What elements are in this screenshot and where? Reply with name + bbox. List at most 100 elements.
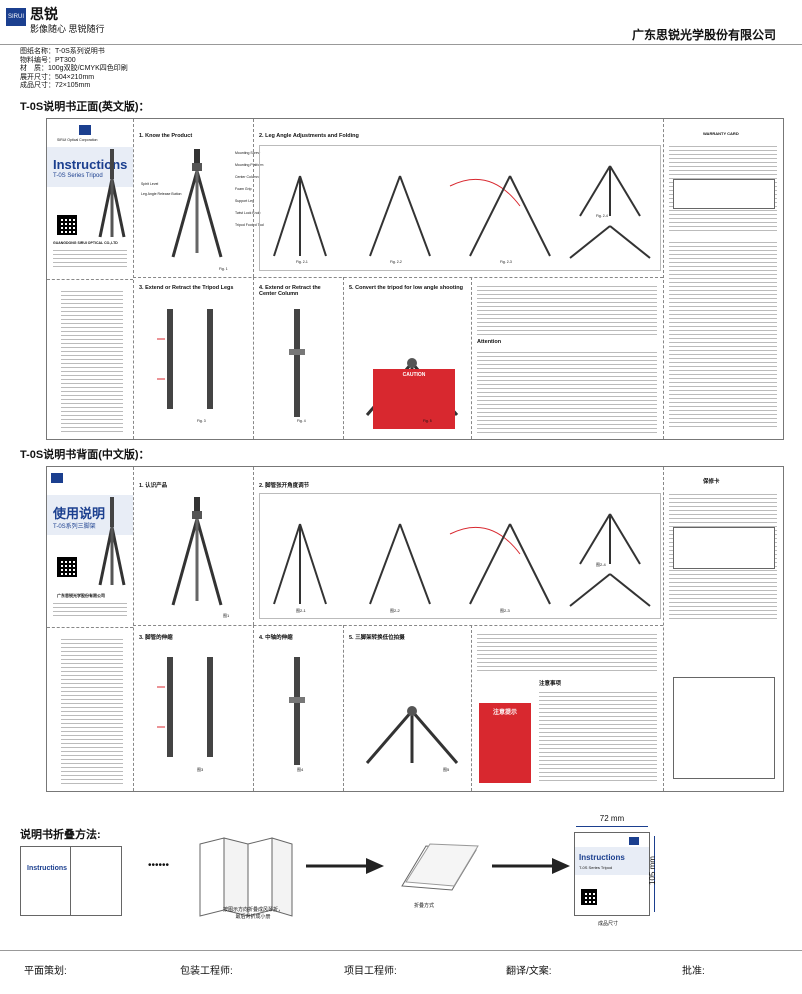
cover-panel-cn: 使用说明 T-0S系列三脚架 广东思锐光学股份有限公司 [47, 467, 133, 625]
cover-panel-en: SIRUI Optical Corporation Instructions T… [47, 119, 133, 277]
legs-extend-figure [157, 309, 213, 409]
caution-box-en: CAUTION [373, 369, 455, 429]
fig-label: 图5 [443, 767, 450, 772]
cover-subtitle-cn: T-0S系列三脚架 [53, 524, 96, 530]
warranty-title-en: WARRANTY CARD [703, 131, 739, 136]
sirui-logo: SIRUI [6, 8, 26, 26]
folded-caption: 折叠方式 [414, 903, 435, 909]
spec-block: 图纸名称：T-0S系列说明书 物料编号：PT300 材 质：100g双胶/CMY… [20, 48, 128, 91]
fig-label: 图2-2 [390, 608, 400, 613]
fig-label: 图3 [197, 767, 204, 772]
height-dimension: 105 mm [647, 856, 657, 885]
signoff-planner: 平面策划: [24, 966, 67, 977]
cover-logo [51, 473, 63, 483]
unfolded-panel: Instructions [20, 846, 72, 916]
warranty-title-cn: 保修卡 [703, 479, 720, 485]
leg-angle-figures [273, 165, 651, 259]
center-column-figure [289, 657, 305, 765]
fig-label: 图2-4 [596, 562, 606, 567]
fold-line [133, 277, 663, 278]
ellipsis-dots: •••••• [148, 860, 170, 871]
fig-label: Fig. 2-3 [500, 260, 512, 264]
warranty-terms-text [669, 239, 777, 429]
sheet-en: SIRUI Optical Corporation Instructions T… [46, 118, 784, 440]
fig-label: 图2-3 [500, 608, 510, 613]
fig-label: Fig. 1 [219, 267, 228, 271]
part-label: Tripod Footed Tool [235, 223, 264, 227]
brand-name: 思锐 [30, 6, 58, 22]
cover-band [575, 847, 649, 875]
qr-code [57, 215, 77, 235]
part-label: Leg Angle Release Button [141, 192, 182, 196]
part-labels-left: Spirit Level Leg Angle Release Button [141, 179, 181, 199]
fold-line [133, 467, 134, 791]
fig-label: Fig. 3 [197, 419, 206, 423]
accordion-fold-figure [199, 837, 293, 917]
fold-line [663, 467, 664, 791]
fold-line [343, 625, 344, 791]
spec-line: 展开尺寸：504×210mm [20, 73, 95, 81]
fold-note-line: 最后对折成小册 [235, 914, 271, 920]
warranty-table [673, 179, 775, 209]
fold-line [343, 277, 344, 439]
tripod-diagram [167, 497, 227, 609]
part-label: Foam Grip [235, 187, 252, 191]
attention-text-en [477, 349, 657, 433]
signoff-approval: 批准: [682, 966, 705, 977]
arrow-icon [492, 858, 570, 874]
panel-title-low-angle: 5. Convert the tripod for low angle shoo… [349, 285, 463, 291]
attention-text-cn [539, 689, 657, 783]
repair-record-table [673, 677, 775, 779]
arrow-icon [306, 858, 384, 874]
part-label: Twist Lock Knob [235, 211, 261, 215]
panel-title-extend-legs-cn: 3. 脚管的伸缩 [139, 635, 173, 641]
spec-chart-panel-en [47, 279, 133, 440]
panel-title-leg-angle: 2. Leg Angle Adjustments and Folding [259, 133, 359, 139]
attention-title-en: Attention [477, 339, 502, 345]
width-dimension: 72 mm [599, 814, 625, 823]
contact-text [53, 247, 127, 269]
qr-code [57, 557, 77, 577]
fig-label: 图2-1 [296, 608, 306, 613]
part-labels: Mounting Screw Mounting Platform Center … [235, 147, 264, 231]
panel-title-leg-angle-cn: 2. 脚管张开角度调节 [259, 483, 310, 489]
fold-line [133, 119, 134, 439]
spec-chart-table [61, 636, 123, 786]
steps-text-cn [477, 631, 657, 671]
part-label: Spirit Level [141, 182, 159, 186]
qr-code [581, 889, 597, 905]
cover-brand: SIRUI Optical Corporation [57, 138, 98, 142]
folded-stack-figure [401, 843, 479, 891]
fold-line [663, 119, 664, 439]
cover-band [47, 147, 133, 187]
fig-label: Fig. 2-4 [596, 214, 608, 218]
fold-line [253, 277, 254, 439]
spec-line: 材 质：100g双胶/CMYK四色印刷 [20, 65, 128, 72]
panel-title-know-product: 1. Know the Product [139, 133, 193, 139]
fold-line [253, 119, 254, 277]
cover-logo [629, 837, 639, 845]
section-title-en: T-0S说明书正面(英文版)： [20, 101, 150, 113]
leg-angle-figures [273, 513, 651, 607]
tripod-illustration [97, 149, 127, 239]
tripod-illustration [97, 497, 127, 587]
section-title-cn: T-0S说明书背面(中文版)： [20, 449, 150, 461]
signoff-translation: 翻译/文案: [506, 966, 552, 977]
fold-line [471, 625, 472, 791]
company-name-cn: 广东思锐光学股份有限公司 [57, 593, 105, 598]
width-dimension-line [576, 826, 648, 827]
part-label: Support Leg [235, 199, 255, 203]
spec-chart-table [61, 288, 123, 432]
leg-angle-box: 图2-1 图2-2 图2-3 图2-4 [259, 493, 661, 619]
booklet-title: Instructions [579, 853, 625, 862]
caution-title: CAUTION [402, 372, 426, 378]
cover-subtitle-en: T-0S Series Tripod [53, 173, 103, 179]
warranty-table [673, 527, 775, 569]
part-label: Center Column [235, 175, 259, 179]
attention-title-cn: 注意事项 [539, 681, 562, 687]
signoff-packaging-engineer: 包装工程师: [180, 966, 233, 977]
company-name-en: GUANGDONG SIRUI OPTICAL CO.,LTD [53, 241, 118, 245]
panel-title-low-angle-cn: 5. 三脚架转换低位拍摄 [349, 635, 405, 641]
fold-line [471, 277, 472, 439]
spec-line: 图纸名称：T-0S系列说明书 [20, 48, 105, 55]
